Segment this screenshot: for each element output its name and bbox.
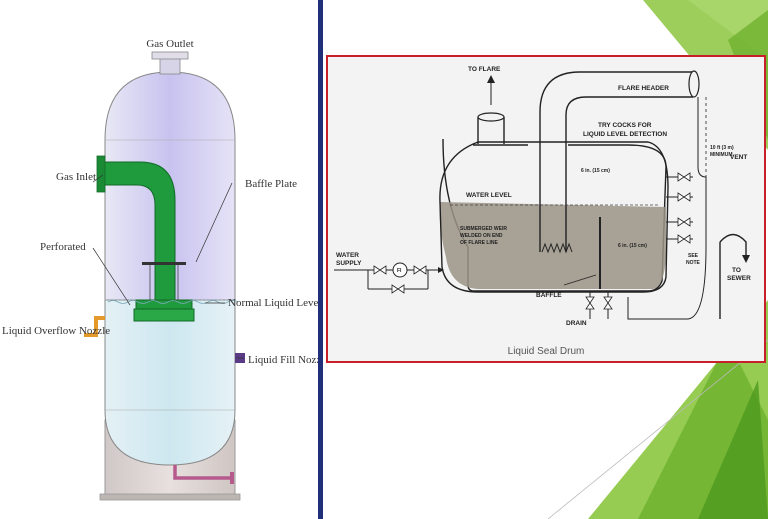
label-water-level: WATER LEVEL [466, 192, 512, 199]
label-fi: FI [397, 268, 402, 274]
label-to-flare: TO FLARE [468, 66, 501, 73]
label-try-cocks-1: TRY COCKS FOR [598, 122, 652, 129]
bottom-drain-pipe [173, 465, 232, 480]
label-weir-2: WELDED ON END [460, 233, 503, 239]
label-dim-mid: 6 in. (15 cm) [618, 243, 647, 249]
label-dim-right-1: 10 ft (3 m) [710, 145, 734, 151]
label-dim-top: 6 in. (15 cm) [581, 168, 610, 174]
vertical-separator-diagram: Gas Outlet Gas Inlet Baffle Plate Perfor… [2, 38, 318, 501]
label-flare-header: FLARE HEADER [618, 85, 669, 92]
label-vent: VENT [730, 154, 747, 161]
drum-shell [439, 141, 669, 293]
label-liquid-fill-nozzle: Liquid Fill Nozzle [248, 354, 318, 366]
liquid-seal-drum-panel: TO FLARE FLARE HEADER TRY COCKS FOR LIQU… [326, 55, 766, 363]
label-dim-right-2: MINIMUM [710, 152, 733, 158]
label-water-supply-1: WATER [336, 252, 359, 259]
perforated-distributor [133, 308, 195, 322]
label-see-note-2: NOTE [686, 260, 701, 266]
label-see-note-1: SEE [688, 253, 699, 259]
liquid-seal-drum-diagram: TO FLARE FLARE HEADER TRY COCKS FOR LIQU… [334, 66, 751, 357]
label-to-sewer-2: SEWER [727, 275, 751, 282]
label-weir-1: SUBMERGED WEIR [460, 226, 507, 232]
vessel-liquid-space [104, 299, 236, 466]
label-gas-inlet: Gas Inlet [56, 171, 96, 183]
label-normal-liquid-level: Normal Liquid Level [228, 297, 318, 309]
label-try-cocks-2: LIQUID LEVEL DETECTION [583, 131, 667, 138]
label-water-supply-2: SUPPLY [336, 260, 362, 267]
label-drain: DRAIN [566, 320, 587, 327]
liquid-overflow-nozzle [84, 316, 105, 337]
divider [318, 0, 323, 519]
label-weir-3: OF FLARE LINE [460, 240, 498, 246]
label-liquid-overflow-nozzle: Liquid Overflow Nozzle [2, 325, 110, 337]
label-perforated: Perforated [40, 241, 86, 253]
label-baffle: BAFFLE [536, 292, 562, 299]
label-baffle-plate: Baffle Plate [245, 178, 297, 190]
flow-indicator [392, 262, 408, 278]
water-body [439, 202, 666, 289]
gas-outlet-nozzle [159, 57, 181, 75]
label-to-sewer-1: TO [732, 267, 741, 274]
label-gas-outlet: Gas Outlet [146, 38, 193, 50]
caption-liquid-seal-drum: Liquid Seal Drum [508, 346, 585, 357]
baffle-plate [142, 262, 186, 265]
